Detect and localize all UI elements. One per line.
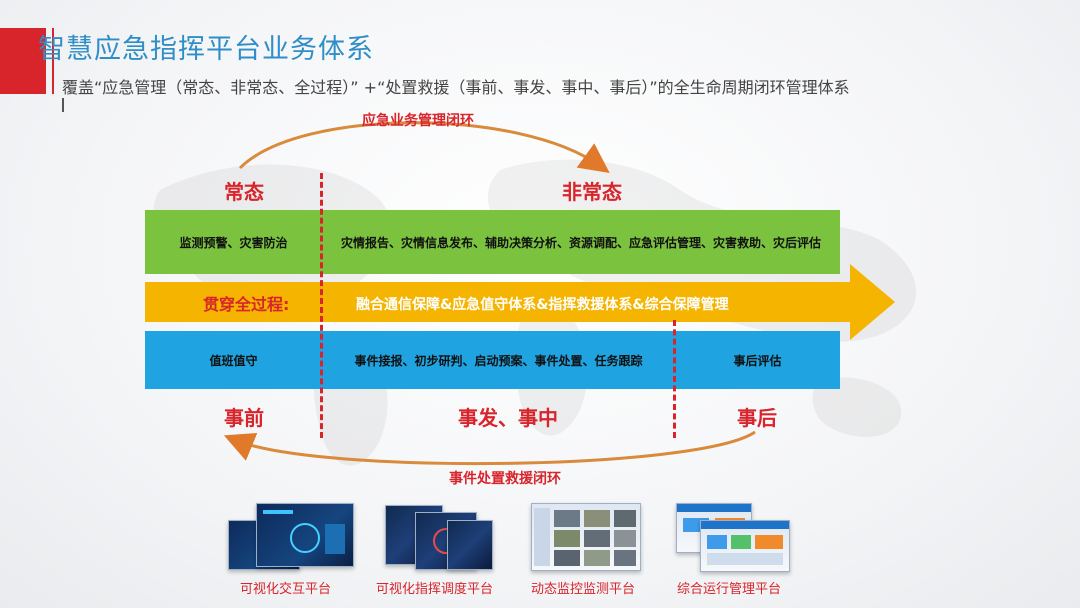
divider-during-after bbox=[673, 320, 676, 438]
monitoring-screenshot bbox=[531, 503, 641, 571]
through-process-arrow bbox=[145, 264, 895, 340]
visual-dispatch-screenshot-right bbox=[447, 520, 493, 570]
phase-abnormal: 非常态 bbox=[562, 180, 622, 204]
platform-label-operation-management: 综合运行管理平台 bbox=[677, 582, 782, 597]
platform-label-visual-dispatch: 可视化指挥调度平台 bbox=[376, 582, 494, 597]
divider-before-during bbox=[320, 173, 323, 438]
visual-interaction-screenshot-main bbox=[256, 503, 354, 567]
green-band-right: 灾情报告、灾情信息发布、辅助决策分析、资源调配、应急评估管理、灾害救助、灾后评估 bbox=[340, 235, 821, 250]
phase-normal: 常态 bbox=[224, 180, 264, 204]
blue-band-after: 事后评估 bbox=[733, 353, 782, 368]
blue-band-before: 值班值守 bbox=[209, 353, 258, 368]
phase-during: 事发、事中 bbox=[458, 406, 558, 430]
blue-band: 值班值守 事件接报、初步研判、启动预案、事件处置、任务跟踪 事后评估 bbox=[145, 331, 840, 389]
bottom-loop-arrow bbox=[223, 430, 756, 466]
text-cursor bbox=[62, 98, 64, 112]
top-loop-arrow bbox=[238, 121, 610, 174]
operation-management-screenshot-front bbox=[700, 520, 790, 572]
page-title: 智慧应急指挥平台业务体系 bbox=[38, 34, 374, 65]
green-band: 监测预警、灾害防治 灾情报告、灾情信息发布、辅助决策分析、资源调配、应急评估管理… bbox=[145, 210, 840, 274]
through-process-text: 融合通信保障&应急值守体系&指挥救援体系&综合保障管理 bbox=[356, 297, 729, 313]
top-loop-label: 应急业务管理闭环 bbox=[362, 113, 474, 129]
title-accent-block bbox=[0, 28, 46, 94]
page-subtitle: 覆盖“应急管理（常态、非常态、全过程）” +“处置救援（事前、事发、事中、事后）… bbox=[62, 78, 850, 97]
through-process-label: 贯穿全过程: bbox=[203, 295, 290, 314]
platform-label-visual-interaction: 可视化交互平台 bbox=[240, 582, 332, 597]
phase-after: 事后 bbox=[737, 406, 777, 430]
phase-before: 事前 bbox=[224, 406, 264, 430]
green-band-left: 监测预警、灾害防治 bbox=[179, 235, 288, 250]
title-accent-line bbox=[52, 28, 54, 94]
blue-band-during: 事件接报、初步研判、启动预案、事件处置、任务跟踪 bbox=[354, 353, 643, 368]
platform-label-monitoring: 动态监控监测平台 bbox=[531, 582, 636, 597]
bottom-loop-label: 事件处置救援闭环 bbox=[449, 471, 561, 487]
